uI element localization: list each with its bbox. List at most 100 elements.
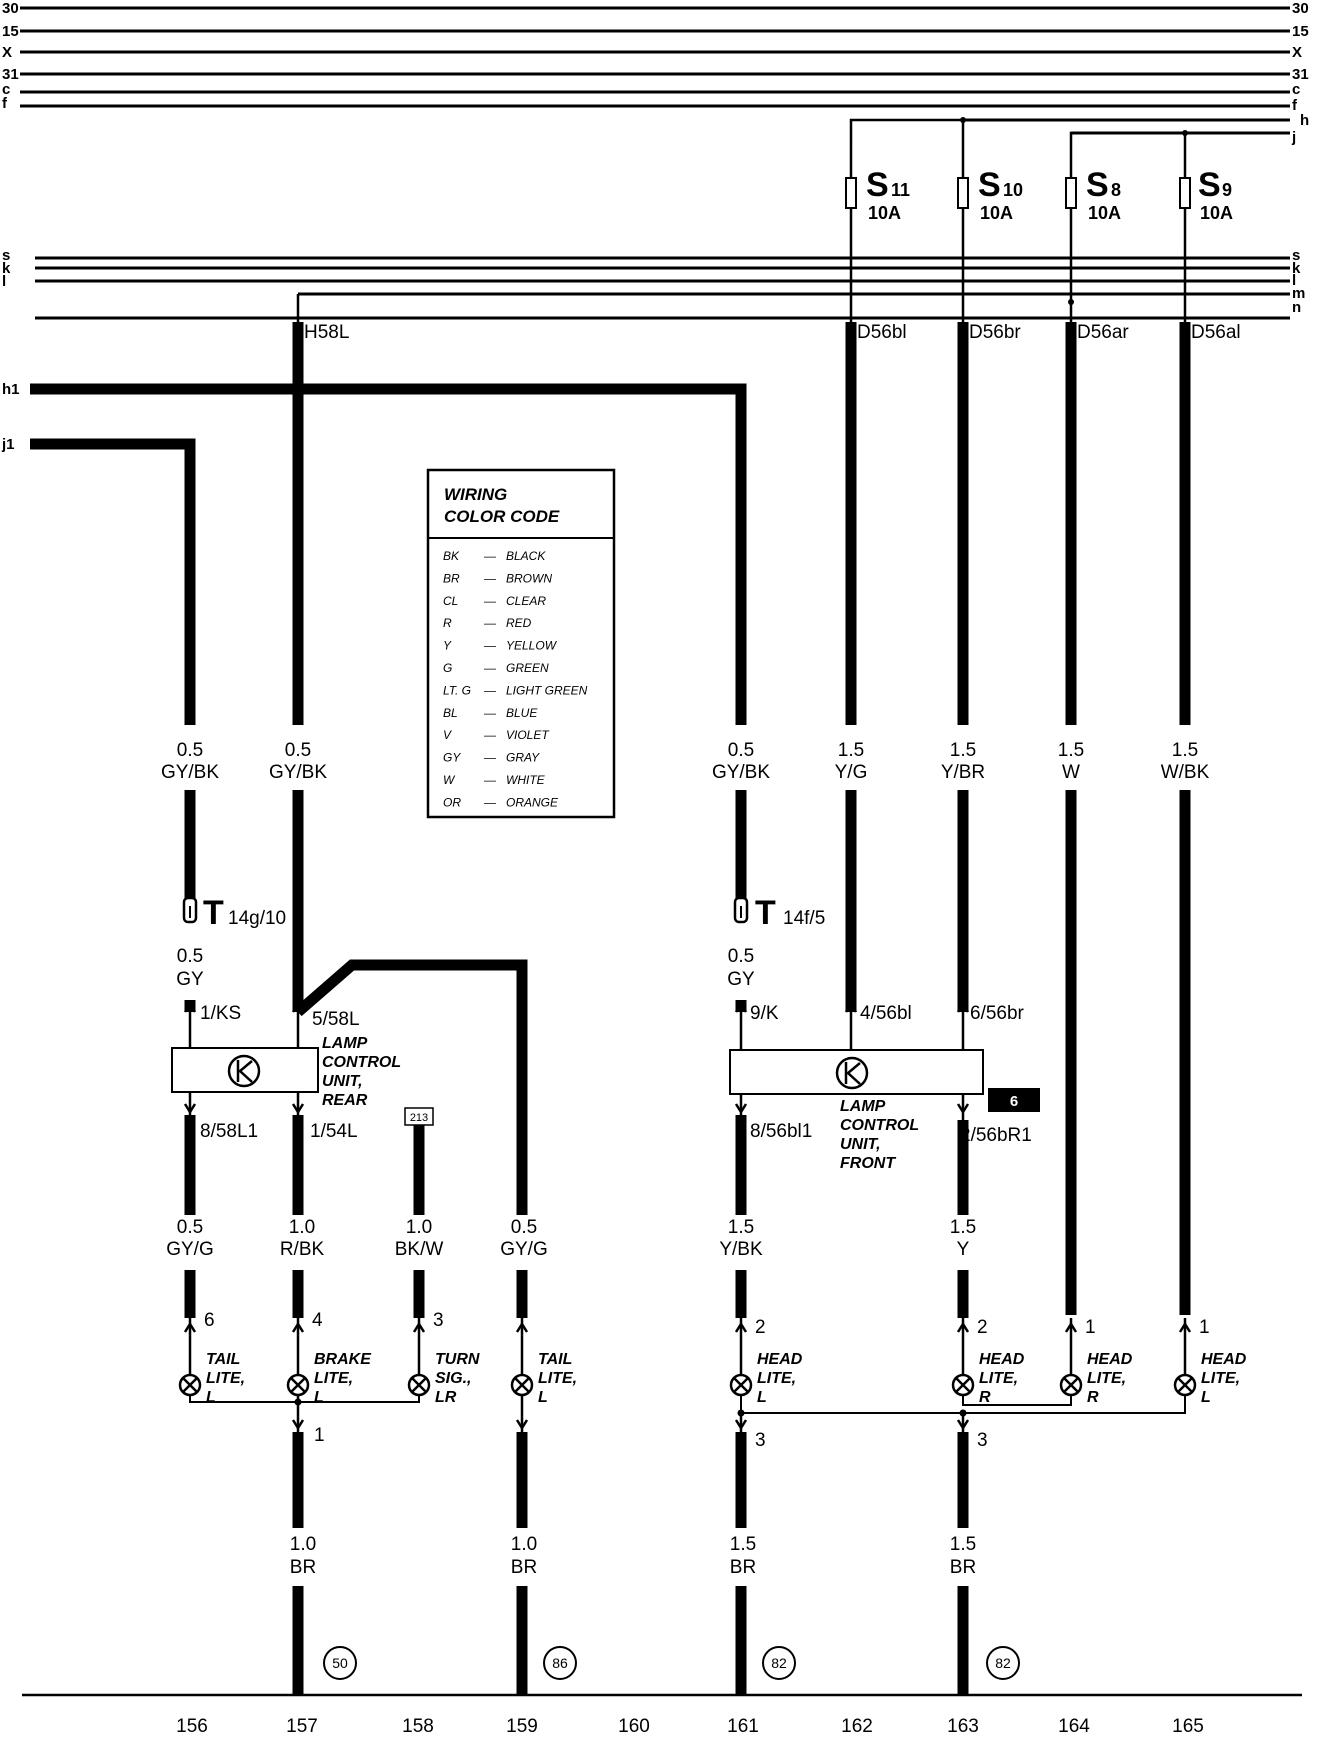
ground-pin-163: 3	[977, 1430, 988, 1451]
legend-dash-11: —	[483, 795, 497, 809]
fuse-s10-id: S	[978, 166, 1001, 204]
lower-wire-size-0: 0.5	[177, 1217, 203, 1238]
bus-label-k-right: k	[1292, 260, 1301, 277]
fuse-s10-rating: 10A	[980, 203, 1013, 223]
connector-t14f5-id: T	[755, 894, 776, 932]
top-bus-labels-left: 30 15 X 31 c f	[2, 0, 19, 112]
input-labels: h1 j1	[1, 381, 20, 453]
ground-wire-color-161: BR	[730, 1557, 756, 1578]
lamp-label-6-0: HEAD	[1087, 1351, 1133, 1368]
ground-ref-82-a: 82	[771, 1655, 787, 1671]
legend-name-8: VIOLET	[506, 728, 550, 742]
column-161: 161	[727, 1716, 759, 1737]
bus-label-c-right: c	[1292, 81, 1300, 98]
ground-wire-color-163: BR	[950, 1557, 976, 1578]
bus-label-31-right: 31	[1292, 66, 1309, 83]
legend-dash-6: —	[483, 683, 497, 697]
bus-label-k: k	[2, 260, 11, 277]
rear-unit-label-1: LAMP	[322, 1035, 368, 1052]
legend-rows: BK—BLACKBR—BROWNCL—CLEARR—REDY—YELLOWG—G…	[443, 549, 588, 809]
legend-code-5: G	[443, 661, 452, 675]
lamp-pin-0: 6	[204, 1310, 215, 1331]
column-164: 164	[1058, 1716, 1090, 1737]
legend-title-2: COLOR CODE	[444, 507, 560, 526]
fuse-s9-rating: 10A	[1200, 203, 1233, 223]
legend-name-10: WHITE	[506, 773, 546, 787]
ground-wire-size-157: 1.0	[290, 1534, 316, 1555]
legend-dash-0: —	[483, 549, 497, 563]
fuse-s8-rating: 10A	[1088, 203, 1121, 223]
ground-ref-82-b: 82	[995, 1655, 1011, 1671]
fuse-s8-id: S	[1086, 166, 1109, 204]
fuse-s11-rating: 10A	[868, 203, 901, 223]
wire-stubs	[184, 1000, 747, 1012]
fuse-s9-id: S	[1198, 166, 1221, 204]
ground-pin-161: 3	[755, 1430, 766, 1451]
legend-code-10: W	[443, 773, 456, 787]
lower-wire-size-3: 0.5	[511, 1217, 537, 1238]
bus-label-s: s	[2, 247, 10, 264]
connector-t14g10: T 14g/10	[182, 894, 286, 932]
top-bus-labels-right: 30 15 X 31 c f h j	[1291, 0, 1309, 146]
front-unit-pin-456bl: 4/56bl	[860, 1003, 912, 1024]
upper-wire-size-1: 0.5	[285, 740, 311, 761]
lamp-label-7-1: LITE,	[1201, 1370, 1240, 1387]
legend-dash-3: —	[483, 616, 497, 630]
tap-h58l: H58L	[304, 322, 349, 343]
legend-code-0: BK	[443, 549, 460, 563]
lamp-pin-2: 3	[433, 1310, 444, 1331]
fuse-s10-sub: 10	[1003, 180, 1023, 200]
lamp-label-1-0: BRAKE	[314, 1351, 372, 1368]
mid-bus-lines	[35, 256, 1290, 320]
front-unit-pin-656br: 6/56br	[970, 1003, 1025, 1024]
legend-code-1: BR	[443, 571, 460, 585]
connector-t14f5-sub: 14f/5	[783, 908, 825, 929]
tap-d56al: D56al	[1191, 322, 1241, 343]
ground-ref-86: 86	[552, 1655, 568, 1671]
front-unit-pin-9k: 9/K	[750, 1003, 779, 1024]
lamp-pin-7: 1	[1199, 1317, 1210, 1338]
ground-pin-157: 1	[314, 1425, 325, 1446]
input-j1: j1	[1, 436, 15, 453]
column-162: 162	[841, 1716, 873, 1737]
legend-dash-2: —	[483, 594, 497, 608]
lamp-label-1-2: L	[314, 1389, 324, 1406]
lamp-pin-4: 2	[755, 1317, 766, 1338]
thick-wires-lower	[184, 1115, 969, 1318]
fuse-s9: S 9 10A	[1179, 144, 1233, 245]
ground-ref-50: 50	[332, 1655, 348, 1671]
front-unit-label-3: UNIT,	[840, 1136, 881, 1153]
lamp-label-3-1: LITE,	[538, 1370, 577, 1387]
legend-name-7: BLUE	[506, 706, 538, 720]
legend-name-11: ORANGE	[506, 795, 559, 809]
column-160: 160	[618, 1716, 650, 1737]
upper-wire-size-4: 1.5	[950, 740, 976, 761]
lower-wire-color-3: GY/G	[500, 1239, 548, 1260]
bus-label-c: c	[2, 81, 10, 98]
bus-label-15: 15	[2, 23, 19, 40]
ground-wire-size-161: 1.5	[730, 1534, 756, 1555]
lamp-label-7-2: L	[1201, 1389, 1211, 1406]
ground-thick-wires	[292, 1432, 969, 1695]
legend-code-6: LT. G	[443, 683, 471, 697]
fuse-s9-sub: 9	[1222, 180, 1232, 200]
tap-d56br: D56br	[969, 322, 1021, 343]
ref-box-213: 213	[404, 1107, 434, 1215]
lamp-pin-1: 4	[312, 1310, 323, 1331]
lamp-label-0-0: TAIL	[206, 1351, 240, 1368]
connector-t14g10-id: T	[203, 894, 224, 932]
input-h1: h1	[2, 381, 20, 398]
legend-code-9: GY	[443, 751, 461, 765]
bus-label-l-right: l	[1292, 272, 1296, 289]
upper-wire-labels: 0.5GY/BK0.5GY/BK0.5GY/BK1.5Y/G1.5Y/BR1.5…	[161, 740, 1210, 783]
lower-wire-color-5: Y	[957, 1239, 970, 1260]
fuse-feeds	[849, 118, 1187, 144]
upper-wire-color-2: GY/BK	[712, 762, 770, 783]
tap-d56ar: D56ar	[1077, 322, 1129, 343]
